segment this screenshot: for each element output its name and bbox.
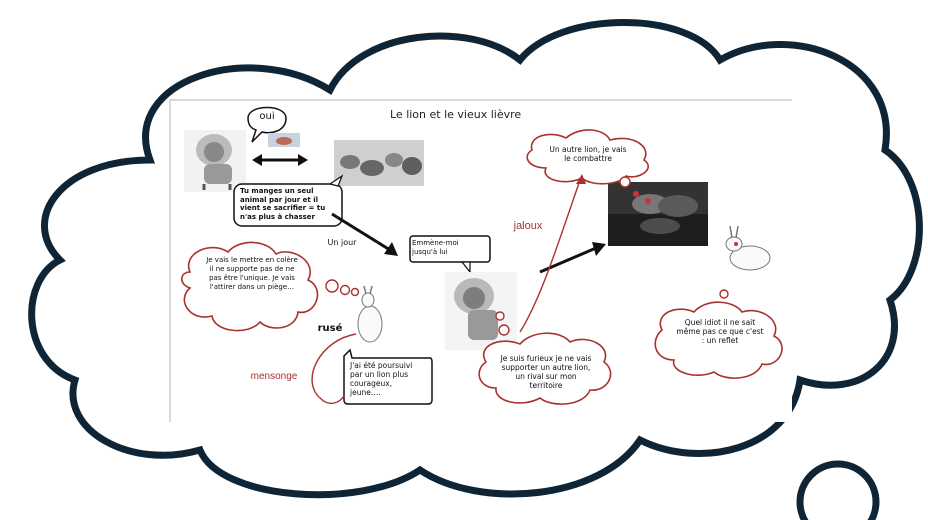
tu-manges-text: Tu manges un seul animal par jour et il … [240,187,326,221]
un-jour-label: Un jour [327,238,357,247]
diagram-title: Le lion et le vieux lièvre [390,108,522,121]
mensonge-label: mensonge [250,371,298,382]
un-autre-lion-thought [526,129,649,185]
je-suis-furieux-thought [478,332,612,405]
animals-herd-photo [334,140,424,186]
jai-ete-text: J'ai été poursuivi par un lion plus cour… [350,361,413,397]
je-vais-mettre-thought [180,241,319,332]
jaloux-label: jaloux [513,220,543,232]
lion-drawing-center [445,272,517,350]
je-vais-mettre-text: Je vais le mettre en colère il ne suppor… [206,256,298,291]
hare-drawing-right [725,225,771,271]
lion-drawing-top [184,130,246,192]
arrow-to-lion [331,212,391,252]
jaloux-connector [519,179,581,333]
quel-idiot-text: Quel idiot il ne sait même pas ce que c'… [676,318,764,345]
quel-idiot-thought [654,301,783,379]
je-suis-furieux-text: Je suis furieux je ne vais supporter un … [500,354,592,390]
ruse-label: rusé [317,323,343,334]
small-thought-circle [796,460,880,520]
tu-manges-bubble [233,183,343,227]
oui-bubble [247,106,287,143]
un-autre-lion-text: Un autre lion, je vais le combattre [549,145,627,163]
hare-drawing-left [357,285,383,343]
oui-text: oui [259,111,275,122]
emmene-moi-text: Emmène-moi jusqu'à lui [412,239,459,256]
mensonge-connector [311,333,357,405]
lion-reflection-photo [608,182,708,246]
emmene-moi-bubble [409,235,491,263]
jai-ete-bubble [343,348,433,405]
